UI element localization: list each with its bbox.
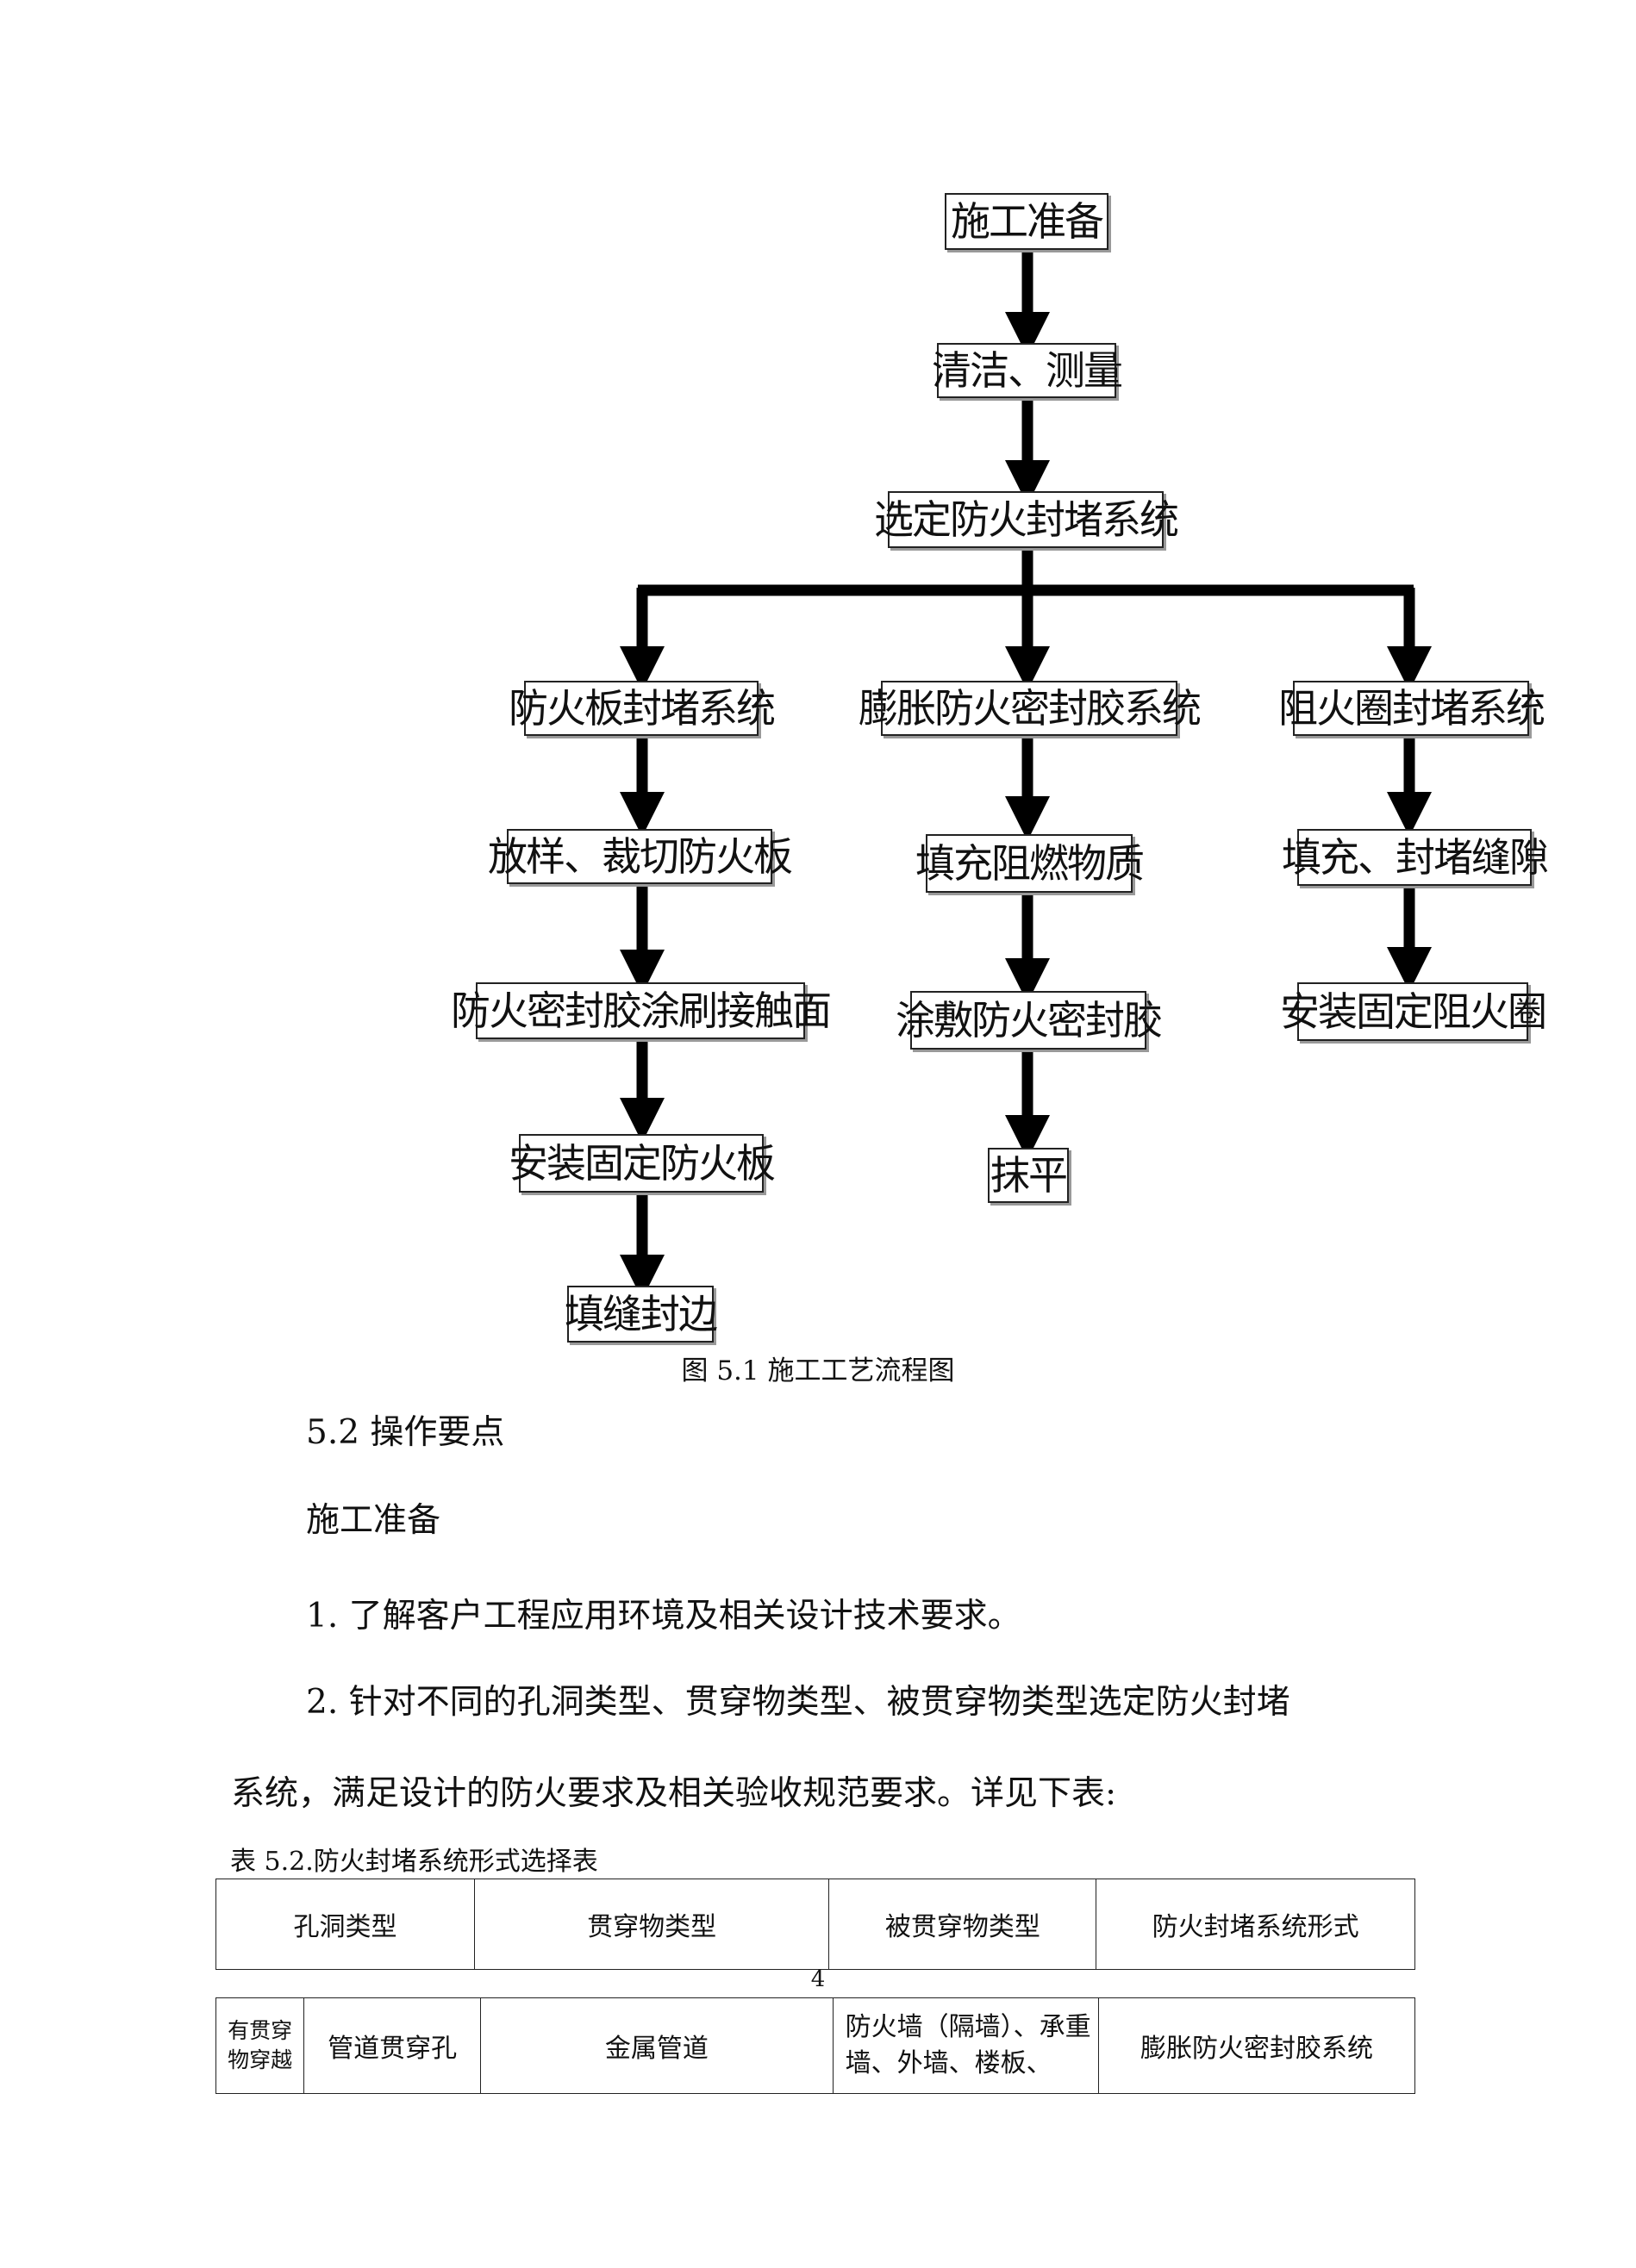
cell-system: 膨胀防火密封胶系统 — [1097, 1997, 1416, 2094]
header-hole-type: 孔洞类型 — [215, 1879, 475, 1970]
flow-box-branch3-title: 阻火圈封堵系统 — [1278, 681, 1545, 736]
header-penetrated-type: 被贯穿物类型 — [828, 1879, 1097, 1970]
cell-hole-type: 管道贯穿孔 — [303, 1997, 482, 2094]
flow-box-b2-step3: 抹平 — [988, 1148, 1069, 1203]
cell-category: 有贯穿物穿越 — [215, 1997, 305, 2094]
flow-box-b1-step1: 放样、裁切防火板 — [488, 829, 793, 884]
flow-box-b2-step2: 涂敷防火密封胶 — [896, 991, 1163, 1050]
table-row: 有贯穿物穿越 管道贯穿孔 金属管道 防火墙（隔墙）、承重墙、外墙、楼板、 膨胀防… — [215, 1997, 1416, 2094]
system-selection-table-header: 孔洞类型 贯穿物类型 被贯穿物类型 防火封堵系统形式 — [215, 1879, 1415, 1970]
paragraph-item-2-line-1: 2. 针对不同的孔洞类型、贯穿物类型、被贯穿物类型选定防火封堵 — [306, 1683, 1290, 1722]
flow-box-b1-step3: 安装固定防火板 — [509, 1134, 776, 1193]
page-number: 4 — [810, 1966, 826, 1992]
flow-box-b1-step4: 填缝封边 — [565, 1286, 718, 1343]
table-header-row: 孔洞类型 贯穿物类型 被贯穿物类型 防火封堵系统形式 — [215, 1879, 1415, 1970]
flow-box-select: 选定防火封堵系统 — [874, 491, 1179, 548]
flow-box-b1-step2: 防火密封胶涂刷接触面 — [451, 982, 832, 1039]
paragraph-item-2-line-2: 系统，满足设计的防火要求及相关验收规范要求。详见下表: — [231, 1774, 1117, 1813]
subheading: 施工准备 — [306, 1501, 441, 1540]
flow-box-prep: 施工准备 — [945, 193, 1108, 250]
cell-penetrated: 防火墙（隔墙）、承重墙、外墙、楼板、 — [832, 1997, 1099, 2094]
flow-box-branch1-title: 防火板封堵系统 — [509, 681, 776, 736]
flow-box-b3-step1: 填充、封堵缝隙 — [1282, 829, 1549, 886]
flowchart-connectors — [620, 248, 1432, 1299]
cell-penetrant: 金属管道 — [480, 1997, 834, 2094]
section-heading: 5.2 操作要点 — [306, 1413, 505, 1452]
header-system-type: 防火封堵系统形式 — [1096, 1879, 1415, 1970]
figure-caption: 图 5.1 施工工艺流程图 — [681, 1355, 955, 1386]
table-caption: 表 5.2.防火封堵系统形式选择表 — [230, 1847, 598, 1877]
flow-box-clean: 清洁、测量 — [932, 343, 1123, 398]
system-selection-table-body: 有贯穿物穿越 管道贯穿孔 金属管道 防火墙（隔墙）、承重墙、外墙、楼板、 膨胀防… — [215, 1997, 1416, 2094]
flow-box-b2-step1: 填充阻燃物质 — [915, 834, 1145, 893]
paragraph-item-1: 1. 了解客户工程应用环境及相关设计技术要求。 — [306, 1597, 1021, 1636]
flow-box-branch2-title: 膨胀防火密封胶系统 — [859, 681, 1202, 736]
flow-box-b3-step2: 安装固定阻火圈 — [1280, 982, 1547, 1041]
header-penetrant-type: 贯穿物类型 — [473, 1879, 830, 1970]
